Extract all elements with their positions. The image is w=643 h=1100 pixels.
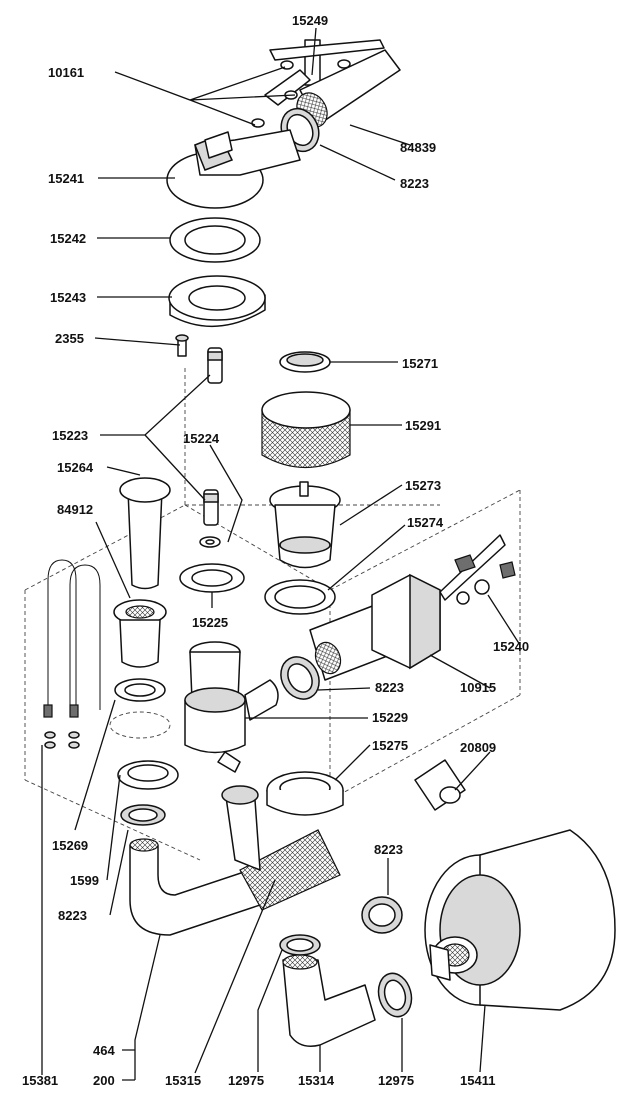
fittings-15240	[454, 554, 516, 605]
sensor-20809	[414, 759, 466, 811]
callout-15224: 15224	[183, 431, 220, 446]
callout-15269: 15269	[52, 838, 88, 853]
filter-15291	[261, 391, 351, 469]
callout-8223-top: 8223	[400, 176, 429, 191]
drain-pump-15411	[424, 829, 616, 1011]
fitting-15223-top	[207, 347, 223, 384]
gasket-15242	[169, 217, 261, 263]
callout-15249: 15249	[292, 13, 328, 28]
callout-15314: 15314	[298, 1073, 335, 1088]
callout-15273: 15273	[405, 478, 441, 493]
flange-plate-15243	[168, 275, 266, 328]
callout-20809: 20809	[460, 740, 496, 755]
callout-1599: 1599	[70, 873, 99, 888]
callout-8223-right: 8223	[374, 842, 403, 857]
fitting-15223-bottom	[203, 489, 219, 526]
drain-fitting-84912	[113, 599, 167, 668]
callout-84912: 84912	[57, 502, 93, 517]
hose-clamp-8223-right	[361, 896, 403, 934]
valve-body-15273	[269, 481, 341, 569]
callout-15381: 15381	[22, 1073, 58, 1088]
overflow-tube-15264	[119, 477, 171, 590]
drain-body-15229	[184, 641, 279, 773]
callout-15264: 15264	[57, 460, 94, 475]
solenoid-valve-10915	[309, 534, 506, 681]
heating-element-15381	[43, 559, 101, 749]
callout-15241: 15241	[48, 171, 84, 186]
callout-8223-left: 8223	[58, 908, 87, 923]
callout-15275: 15275	[372, 738, 408, 753]
gasket-15269	[109, 678, 171, 739]
nut-1599	[117, 760, 179, 790]
callout-15240: 15240	[493, 639, 529, 654]
nut-15225	[179, 563, 245, 593]
callout-10161: 10161	[48, 65, 84, 80]
nut-15275	[266, 771, 344, 816]
elbow-hose-15314	[282, 954, 376, 1047]
bolt-2355	[175, 334, 189, 357]
callout-15411: 15411	[460, 1073, 495, 1088]
hose-clamp-8223-left	[120, 804, 166, 826]
callout-464: 464	[93, 1043, 115, 1058]
callout-15243: 15243	[50, 290, 86, 305]
hose-clamp-8223-middle	[280, 656, 320, 700]
hose-clamp-12975-left	[279, 934, 321, 956]
callout-15229: 15229	[372, 710, 408, 725]
gasket-15274	[264, 579, 336, 615]
callout-15274: 15274	[407, 515, 444, 530]
cap-15271	[279, 351, 331, 373]
washer-15224	[199, 536, 221, 548]
elbow-hose-464	[129, 838, 276, 936]
callout-12975-left: 12975	[228, 1073, 264, 1088]
callout-15225: 15225	[192, 615, 228, 630]
callout-15223: 15223	[52, 428, 88, 443]
callout-15315: 15315	[165, 1073, 201, 1088]
hose-clamp-12975-right	[377, 972, 413, 1018]
leader-lines	[41, 27, 521, 1081]
callout-15271: 15271	[402, 356, 438, 371]
callout-8223-middle: 8223	[375, 680, 404, 695]
callout-200: 200	[93, 1073, 115, 1088]
callout-15291: 15291	[405, 418, 441, 433]
corrugated-hose-15315	[221, 785, 341, 911]
callout-12975-right: 12975	[378, 1073, 414, 1088]
callout-84839: 84839	[400, 140, 436, 155]
callout-15242: 15242	[50, 231, 86, 246]
pump-housing-15241	[166, 129, 301, 209]
callout-10915: 10915	[460, 680, 496, 695]
callout-2355: 2355	[55, 331, 84, 346]
callout-labels: 15249 10161 84839 15241 8223 15242 15243…	[22, 13, 529, 1088]
hose-clamp-8223-top	[280, 107, 320, 153]
